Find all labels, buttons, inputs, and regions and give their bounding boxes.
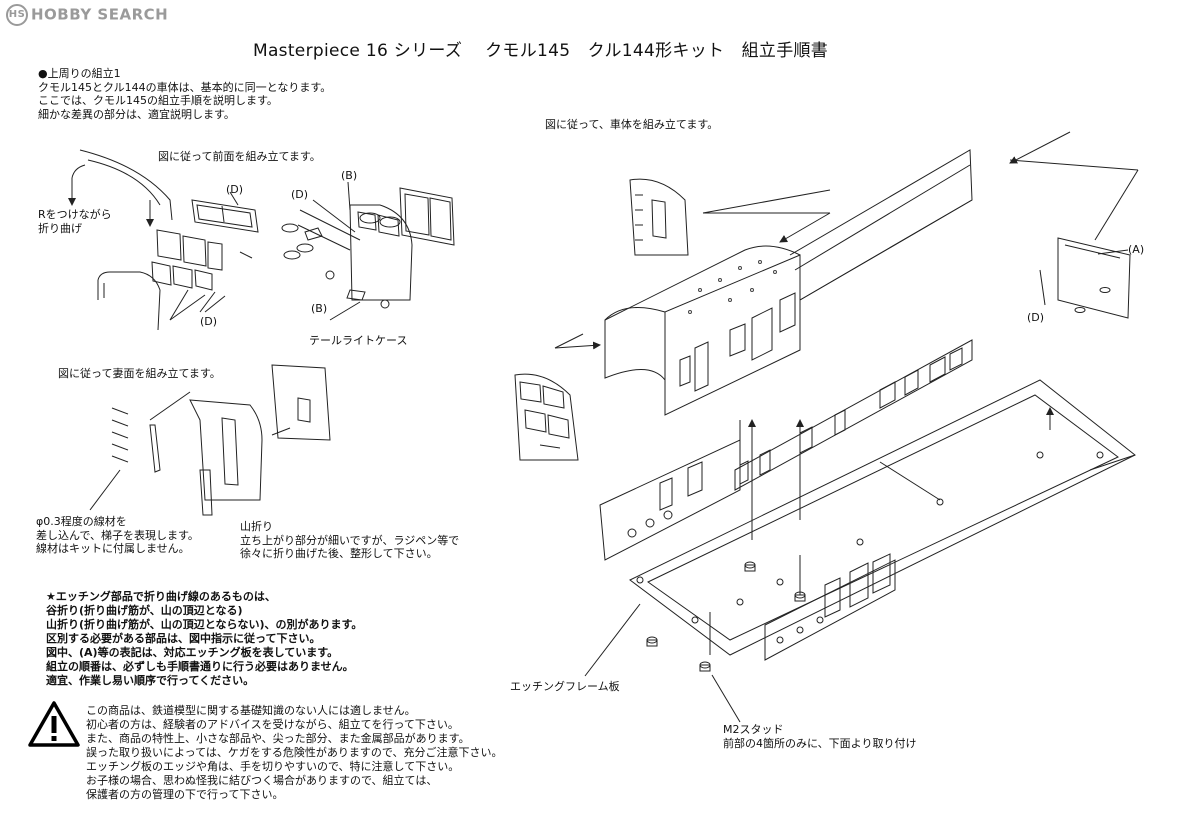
wire-note-line: 線材はキットに付属しません。 <box>36 542 190 555</box>
wire-note-line: 差し込んで、梯子を表現します。 <box>36 528 199 542</box>
bend-note: Rをつけながら 折り曲げ <box>38 208 112 235</box>
mountain-fold-note: 山折り 立ち上がり部分が細いですが、ラジペン等で 徐々に折り曲げた後、整形して下… <box>240 520 459 561</box>
warning-line: エッチング板のエッジや角は、手を切りやすいので、特に注意して下さい。 <box>86 760 460 773</box>
intro-line: クモル145とクル144の車体は、基本的に同一となります。 <box>38 80 332 94</box>
bend-note-line: Rをつけながら <box>38 208 112 221</box>
page-title: Masterpiece 16 シリーズ クモル145 クル144形キット 組立手… <box>253 41 829 61</box>
watermark-text: HOBBY SEARCH <box>31 5 169 24</box>
warning-line: また、商品の特性上、小さな部品や、尖った部分、また金属部品があります。 <box>86 732 470 745</box>
end-face-drawing <box>89 364 331 516</box>
warning-line: お子様の場合、思わぬ怪我に結びつく場合がありますので、組立ては、 <box>86 774 438 787</box>
label-d: (D) <box>200 315 218 328</box>
note-line: 谷折り(折り曲げ筋が、山の頂辺となる) <box>46 604 243 617</box>
wire-note: φ0.3程度の線材を 差し込んで、梯子を表現します。 線材はキットに付属しません… <box>36 515 199 556</box>
note-line: 組立の順番は、必ずしも手順書通りに行う必要はありません。 <box>46 660 354 673</box>
warning-line: 誤った取り扱いによっては、ケガをする危険性がありますので、充分ご注意下さい。 <box>86 746 503 759</box>
note-line: 適宜、作業し易い順序で行ってください。 <box>46 674 255 687</box>
body-assembly-drawing <box>514 131 1139 723</box>
end-face-caption: 図に従って妻面を組み立てます。 <box>58 367 221 380</box>
intro-line: 細かな差異の部分は、適宜説明します。 <box>38 107 235 121</box>
section-heading: ●上周りの組立1 <box>38 67 121 80</box>
stud-label: M2スタッド 前部の4箇所のみに、下面より取り付け <box>723 723 916 750</box>
front-face-drawing <box>68 149 455 331</box>
label-d: (D) <box>1027 311 1045 324</box>
mountain-fold-line: 徐々に折り曲げた後、整形して下さい。 <box>240 547 438 560</box>
stud-label-title: M2スタッド <box>723 723 784 736</box>
mountain-fold-line: 山折り <box>240 520 273 533</box>
label-b: (B) <box>311 302 328 315</box>
label-d: (D) <box>291 188 309 201</box>
note-line: 図中、(A)等の表記は、対応エッチング板を表しています。 <box>46 646 339 659</box>
warning-line: 保護者の方の管理の下で行って下さい。 <box>86 788 284 801</box>
warning-line: 初心者の方は、経験者のアドバイスを受けながら、組立てを行って下さい。 <box>86 718 459 731</box>
body-assembly-caption: 図に従って、車体を組み立てます。 <box>545 118 719 131</box>
label-a: (A) <box>1128 243 1145 256</box>
note-line: 山折り(折り曲げ筋が、山の頂辺とならない)、の別があります。 <box>46 618 363 631</box>
warning-text: この商品は、鉄道模型に関する基礎知識のない人には適しません。 初心者の方は、経験… <box>86 704 502 802</box>
etching-notes: ★エッチング部品で折り曲げ線のあるものは、 谷折り(折り曲げ筋が、山の頂辺となる… <box>46 590 362 688</box>
mountain-fold-line: 立ち上がり部分が細いですが、ラジペン等で <box>240 533 460 547</box>
note-line: 区別する必要がある部品は、図中指示に従って下さい。 <box>46 632 321 645</box>
note-line: ★エッチング部品で折り曲げ線のあるものは、 <box>46 590 276 603</box>
stud-label-note: 前部の4箇所のみに、下面より取り付け <box>723 736 917 750</box>
tail-light-label: テールライトケース <box>309 334 408 347</box>
section-intro: ●上周りの組立1 クモル145とクル144の車体は、基本的に同一となります。 こ… <box>38 67 331 121</box>
intro-line: ここでは、クモル145の組立手順を説明します。 <box>38 94 278 107</box>
wire-note-line: φ0.3程度の線材を <box>36 515 127 528</box>
warning-line: この商品は、鉄道模型に関する基礎知識のない人には適しません。 <box>86 704 416 717</box>
frame-label: エッチングフレーム板 <box>510 680 620 693</box>
front-face-caption: 図に従って前面を組み立てます。 <box>158 150 321 163</box>
label-b: (B) <box>341 169 358 182</box>
bend-note-line: 折り曲げ <box>38 221 82 235</box>
warning-triangle-icon <box>28 701 80 747</box>
hobby-search-logo-icon: HS <box>6 4 28 26</box>
